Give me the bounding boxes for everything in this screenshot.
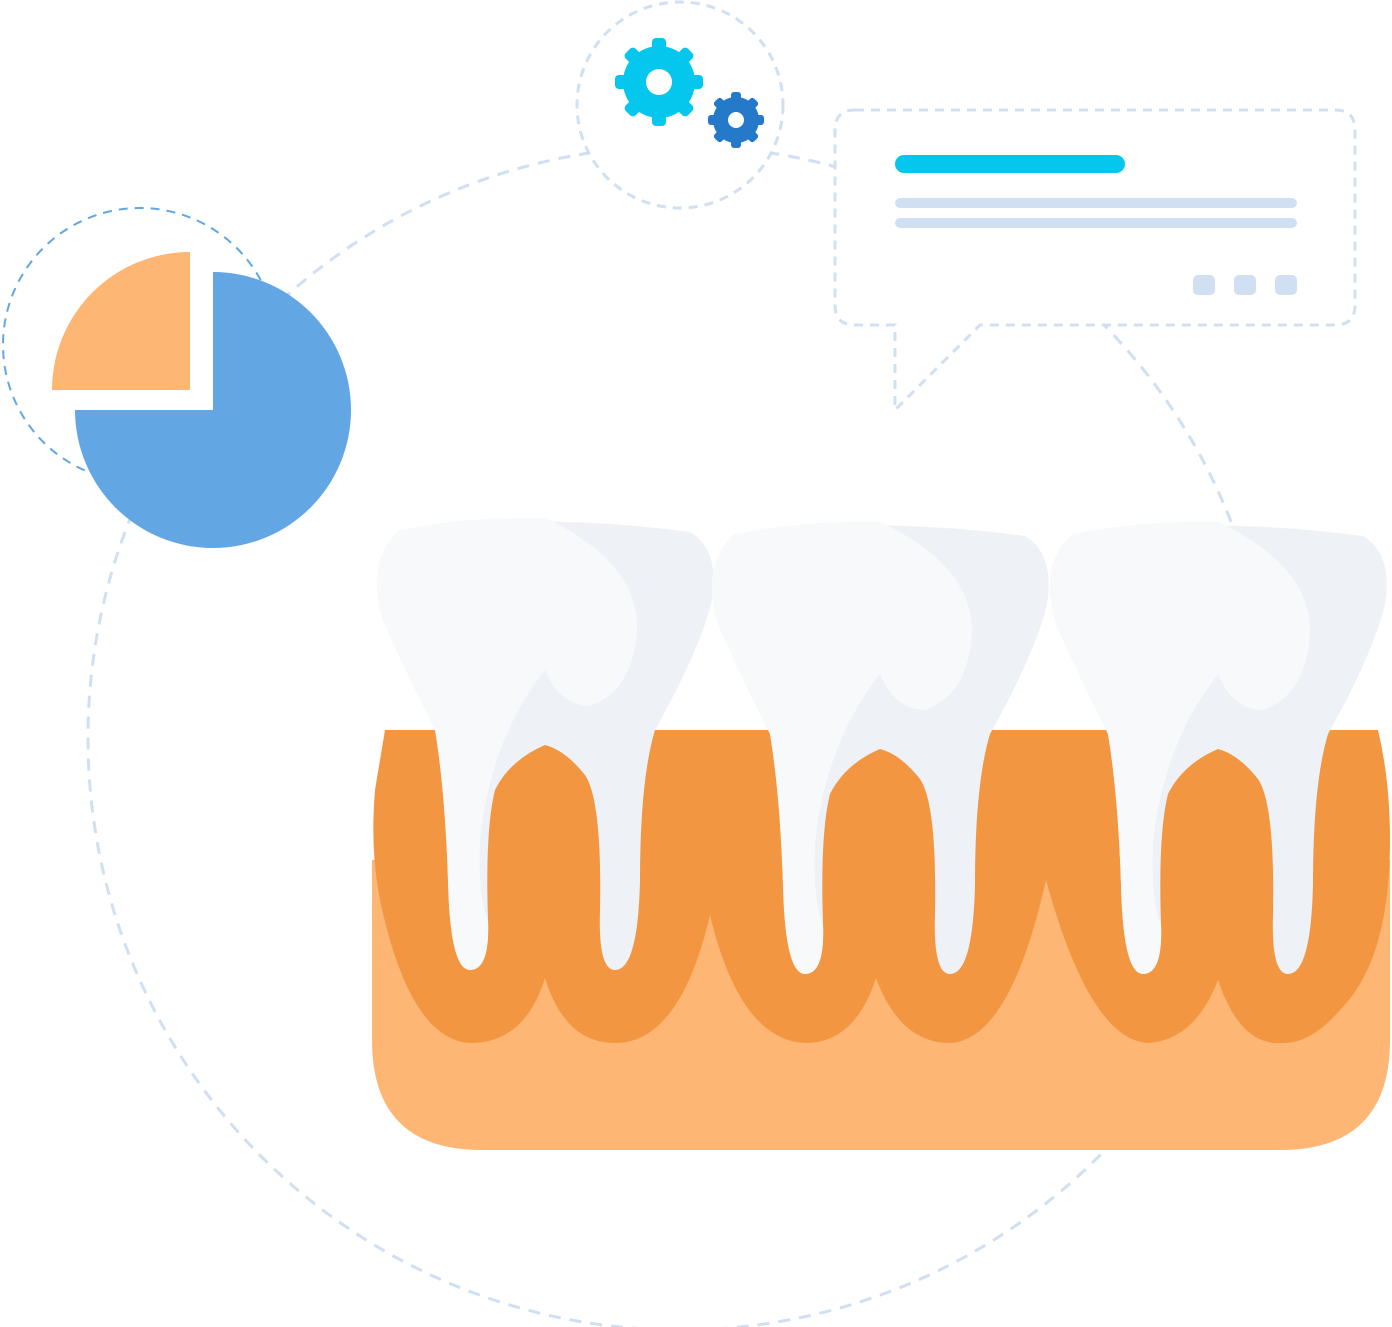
bubble-dot: [1193, 275, 1215, 295]
gear-small-icon: [696, 80, 776, 160]
speech-bubble-icon: [833, 108, 1357, 414]
bubble-dot: [1234, 275, 1256, 295]
bubble-text-line: [895, 198, 1297, 208]
bubble-dot: [1275, 275, 1297, 295]
gears-icon: [575, 0, 785, 210]
tooth: [376, 517, 714, 970]
pie-slice-minor: [52, 252, 190, 390]
gear-large-icon: [596, 19, 722, 145]
bubble-title-bar: [895, 155, 1125, 173]
teeth-gum-icon: [372, 517, 1390, 1150]
pie-chart-icon: [2, 207, 351, 548]
pie-slice-major: [75, 272, 351, 548]
bubble-text-line: [895, 218, 1297, 228]
